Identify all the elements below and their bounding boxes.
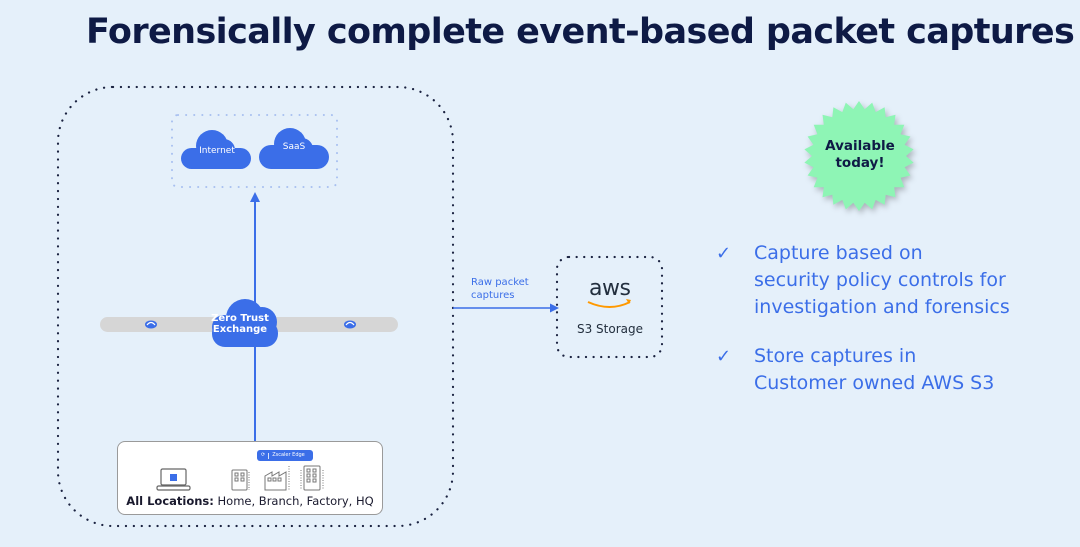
raw-label-line1: Raw packet xyxy=(471,277,529,288)
zscaler-edge-label: Zscaler Edge xyxy=(272,452,305,458)
check-icon: ✓ xyxy=(716,243,732,264)
feature-text: Capture based on security policy control… xyxy=(754,242,1010,318)
aws-smile-icon xyxy=(587,301,631,308)
saas-cloud-icon xyxy=(259,128,329,169)
badge-line2: today! xyxy=(835,155,885,171)
branch-building-icon xyxy=(231,469,250,491)
feature-text: Store captures in Customer owned AWS S3 xyxy=(754,345,995,394)
locations-label: All Locations: Home, Branch, Factory, HQ xyxy=(117,494,383,508)
exchange-label-line1: Zero Trust xyxy=(211,313,269,324)
page-title: Forensically complete event-based packet… xyxy=(86,12,1075,52)
available-badge-text: Available today! xyxy=(812,138,908,172)
aws-smile-arrow-icon xyxy=(626,299,631,304)
s3-storage-label: S3 Storage xyxy=(576,322,644,336)
internet-cloud-icon xyxy=(181,130,251,169)
aws-logo: aws xyxy=(589,276,631,301)
destinations-group xyxy=(171,114,338,188)
zero-trust-exchange-label: Zero Trust Exchange xyxy=(200,313,280,335)
internet-label: Internet xyxy=(199,146,235,156)
zero-trust-exchange-cloud-icon xyxy=(212,299,278,347)
hq-building-icon xyxy=(300,465,324,491)
sync-icon: ⟳ xyxy=(261,452,266,458)
check-icon: ✓ xyxy=(716,346,732,367)
zscaler-logo-icon xyxy=(145,320,157,329)
zscaler-logo-icon xyxy=(344,320,356,329)
raw-label-line2: captures xyxy=(471,290,515,301)
factory-icon xyxy=(264,466,290,491)
feature-item: ✓ Store captures in Customer owned AWS S… xyxy=(716,343,1076,397)
badge-divider xyxy=(268,452,270,459)
badge-line1: Available xyxy=(825,138,895,154)
saas-label: SaaS xyxy=(282,142,306,152)
available-badge xyxy=(804,101,914,211)
raw-captures-label: Raw packet captures xyxy=(471,276,529,302)
storage-box xyxy=(555,255,664,359)
laptop-icon xyxy=(156,468,191,491)
zscaler-edge-badge: ⟳ Zscaler Edge xyxy=(257,450,313,461)
cloud-boundary xyxy=(56,85,455,528)
arrow-head-up xyxy=(250,192,260,202)
exchange-label-line2: Exchange xyxy=(212,324,268,335)
locations-list: Home, Branch, Factory, HQ xyxy=(213,494,374,508)
locations-prefix: All Locations: xyxy=(126,494,214,508)
feature-item: ✓ Capture based on security policy contr… xyxy=(716,240,1076,321)
feature-list: ✓ Capture based on security policy contr… xyxy=(716,240,1076,419)
arrow-head-right xyxy=(550,303,559,313)
